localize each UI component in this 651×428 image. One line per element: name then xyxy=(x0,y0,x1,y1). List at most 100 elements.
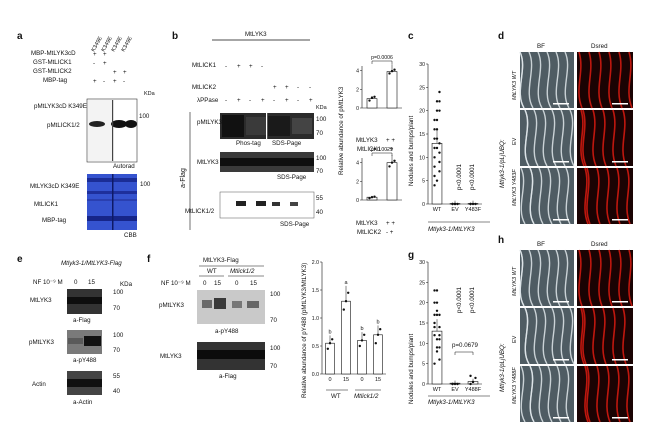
y-tick-label: 0 xyxy=(356,106,359,112)
data-point xyxy=(438,160,441,164)
c-ylabel: Nodules and bumps/plant xyxy=(408,116,415,186)
root-hair xyxy=(533,307,539,365)
data-point xyxy=(435,346,439,349)
a-row-gst-lick2: GST-MtLICK2 xyxy=(33,68,72,75)
data-point xyxy=(433,184,436,187)
root-hair xyxy=(524,307,530,365)
significance-letter: a xyxy=(344,280,348,286)
scale-bar xyxy=(612,417,628,419)
data-point xyxy=(435,313,439,317)
f-ylabel: Relative abundance of pY488 (pMtLYK3/MtL… xyxy=(301,263,308,398)
b-ylabel: Relative abundance of pMtLYK3 xyxy=(338,86,345,175)
data-point xyxy=(433,301,436,304)
significance-bracket xyxy=(371,60,393,64)
a-marker-100: 100 xyxy=(139,113,150,120)
root-hair xyxy=(542,109,548,167)
y-tick-label: 20 xyxy=(419,301,425,307)
f-col: 0 xyxy=(203,280,207,287)
p-value-label: p=0.0029 xyxy=(371,147,393,153)
root-hair xyxy=(538,365,544,423)
data-point xyxy=(368,99,371,102)
x-tick-label: 0 xyxy=(328,377,331,383)
f-bl1: pMtLYK3 xyxy=(159,302,185,309)
data-point xyxy=(435,118,439,122)
data-point xyxy=(342,308,345,311)
data-point xyxy=(390,161,394,164)
data-point xyxy=(393,68,396,71)
y-tick-label: 15 xyxy=(419,321,425,327)
data-point xyxy=(438,151,441,154)
root-fluorescence xyxy=(584,167,589,225)
a-row-mbp-tag: MBP-tag xyxy=(43,77,68,84)
p-value-label: p=0.0006 xyxy=(371,55,393,61)
a-sign: - xyxy=(93,60,95,67)
scale-bar xyxy=(553,103,569,105)
a-lyk3cd-label: MtLYK3cD K349E xyxy=(30,183,79,190)
panel-b: b MtLYK3 MtLICK1 MtLICK2 λPPase - + + - … xyxy=(172,31,402,236)
data-point xyxy=(433,362,436,365)
b-marker: 100 xyxy=(316,116,327,123)
root-fluorescence xyxy=(598,51,603,109)
data-point xyxy=(435,100,439,103)
e-blot-3-band xyxy=(67,379,102,387)
a-row-gst-lick1: GST-MtLICK1 xyxy=(33,59,72,66)
d-col-bf: BF xyxy=(537,43,545,50)
root-fluorescence xyxy=(602,109,607,167)
root-fluorescence xyxy=(596,365,601,423)
data-point xyxy=(393,159,396,162)
data-point xyxy=(433,146,436,150)
root-hair xyxy=(528,51,534,109)
e-ab3: a-Actin xyxy=(73,399,93,406)
root-fluorescence xyxy=(588,51,593,109)
y-tick-label: 0.5 xyxy=(312,344,319,350)
root-fluorescence xyxy=(580,109,585,167)
e-col: 15 xyxy=(88,279,95,286)
e-kda: KDa xyxy=(120,281,133,288)
f-marker: 100 xyxy=(270,345,281,352)
b-g1-signs: + + xyxy=(386,137,395,144)
b-kda-label: KDa xyxy=(316,105,328,111)
data-point xyxy=(435,309,439,312)
a-cbb-label: CBB xyxy=(124,232,137,239)
data-point xyxy=(433,174,436,178)
x-tick-label: WT xyxy=(433,387,442,393)
a-sign: - xyxy=(123,78,125,85)
bar xyxy=(325,342,335,375)
g-ylabel: Nodules and bumps/plant xyxy=(408,334,415,404)
data-point xyxy=(456,202,459,206)
data-point xyxy=(435,301,439,304)
b-row-ppase: λPPase xyxy=(197,97,219,104)
d-image-grid xyxy=(519,51,633,225)
significance-bracket xyxy=(454,351,474,355)
b-row-lick2: MtLICK2 xyxy=(192,84,217,91)
root-hair xyxy=(524,109,530,167)
x-tick-label: 15 xyxy=(343,377,349,383)
a-sign: + xyxy=(123,69,127,76)
y-tick-label: 2.0 xyxy=(312,260,319,266)
root-hair xyxy=(569,109,575,167)
root-fluorescence xyxy=(582,307,587,365)
e-blot-2-band xyxy=(84,336,101,346)
b-sign: - xyxy=(249,97,251,104)
scale-bar xyxy=(553,301,569,303)
f-marker: 70 xyxy=(270,317,277,324)
e-marker: 100 xyxy=(113,332,124,339)
b-sign: + xyxy=(285,97,289,104)
e-marker: 100 xyxy=(113,289,124,296)
data-point xyxy=(433,128,436,131)
b-sds-label: SDS-Page xyxy=(277,174,307,181)
b-lick-blot xyxy=(219,191,315,219)
d-row-label: EV xyxy=(512,137,518,145)
data-point xyxy=(469,382,472,386)
data-point xyxy=(331,338,334,341)
f-xgroup: Mtlick1/2 xyxy=(354,393,379,400)
y-tick-label: 2 xyxy=(356,87,359,93)
y-tick-label: 0 xyxy=(356,198,359,204)
data-point xyxy=(438,142,441,145)
data-point xyxy=(433,334,436,337)
a-autorad-label: Autorad xyxy=(113,163,135,170)
root-hair xyxy=(537,51,543,109)
b-phos-divider xyxy=(266,113,268,139)
data-point xyxy=(438,346,441,349)
